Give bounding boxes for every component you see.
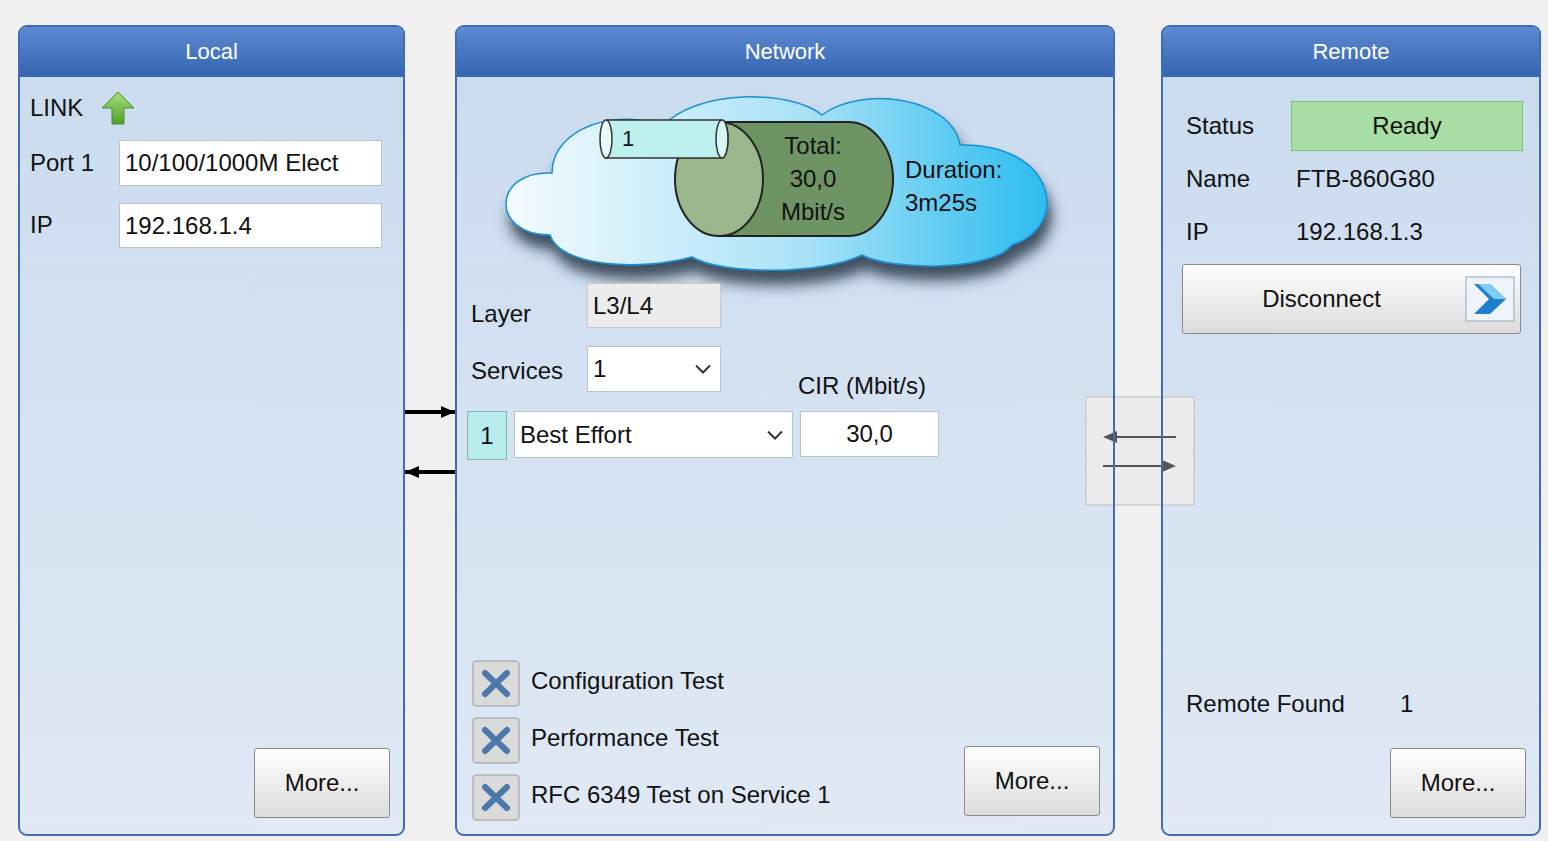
panel-ground (18, 25, 405, 836)
bandwidth-total: Total: 30,0 Mbit/s (768, 129, 858, 228)
checkbox (473, 775, 519, 820)
cylinder-outline (598, 119, 730, 159)
dropdown: 1 (587, 346, 721, 392)
swap-direction-button (1086, 397, 1194, 505)
field-label: Services (471, 356, 563, 386)
status-text: Ready (1372, 102, 1441, 150)
checkbox (473, 718, 519, 763)
field-label: IP (30, 210, 53, 240)
field-value: 10/100/1000M Elect (120, 141, 338, 185)
field-label: 192.168.1.3 (1296, 217, 1423, 247)
service-pipe: 1 (598, 119, 730, 159)
input-field: 192.168.1.4 (119, 203, 382, 248)
direction-arrow (405, 470, 455, 474)
link-up-icon (102, 92, 134, 124)
push-button: Disconnect (1182, 264, 1521, 334)
field-label: FTB-860G80 (1296, 164, 1435, 194)
field-value: 30,0 (846, 412, 893, 456)
input-field: 30,0 (800, 411, 939, 457)
status-indicator: Ready (1291, 101, 1523, 151)
button-label: More... (995, 747, 1070, 815)
readonly-field: L3/L4 (587, 283, 721, 328)
field-label: Port 1 (30, 148, 94, 178)
dropdown-value: 1 (588, 347, 606, 391)
service-index: 1 (467, 411, 507, 460)
panel: Total: 30,0 Mbit/s1Duration: 3m25sL3/L41… (455, 25, 1115, 836)
panel-ground (1161, 25, 1541, 836)
button-label: Disconnect (1262, 265, 1381, 333)
checkbox (473, 661, 519, 706)
panel: 10/100/1000M Elect 192.168.1.4More... Loca… (18, 25, 405, 836)
push-button: More... (1390, 748, 1526, 818)
direction-arrow (405, 410, 455, 414)
service-number: 1 (480, 412, 493, 459)
input-field: 10/100/1000M Elect (119, 140, 382, 186)
button-label: More... (1421, 749, 1496, 817)
field-label: LINK (30, 93, 83, 123)
field-label: Layer (471, 299, 531, 329)
button-label: More... (285, 749, 360, 817)
panel-ground (455, 25, 1115, 836)
dropdown: Best Effort (514, 411, 793, 458)
field-label: Status (1186, 111, 1254, 141)
field-label: IP (1186, 217, 1209, 247)
network-cloud: Total: 30,0 Mbit/s 1Duration: 3m25s (490, 85, 1070, 270)
push-button: More... (964, 746, 1100, 816)
push-button: More... (254, 748, 390, 818)
field-label: RFC 6349 Test on Service 1 (531, 780, 831, 810)
field-value: L3/L4 (588, 284, 653, 327)
panel-title: Remote (1163, 27, 1539, 77)
field-label: Configuration Test (531, 666, 724, 696)
dropdown-value: Best Effort (515, 412, 632, 457)
field-label: 1 (1400, 689, 1413, 719)
field-label: Remote Found (1186, 689, 1345, 719)
field-label: Performance Test (531, 723, 719, 753)
panel-title: Local (20, 27, 403, 77)
panel-title: Network (457, 27, 1113, 77)
field-label: Name (1186, 164, 1250, 194)
service-number: 1 (622, 119, 634, 159)
field-label: CIR (Mbit/s) (798, 371, 926, 401)
duration-text: Duration: 3m25s (905, 153, 1035, 219)
field-value: 192.168.1.4 (120, 204, 252, 247)
